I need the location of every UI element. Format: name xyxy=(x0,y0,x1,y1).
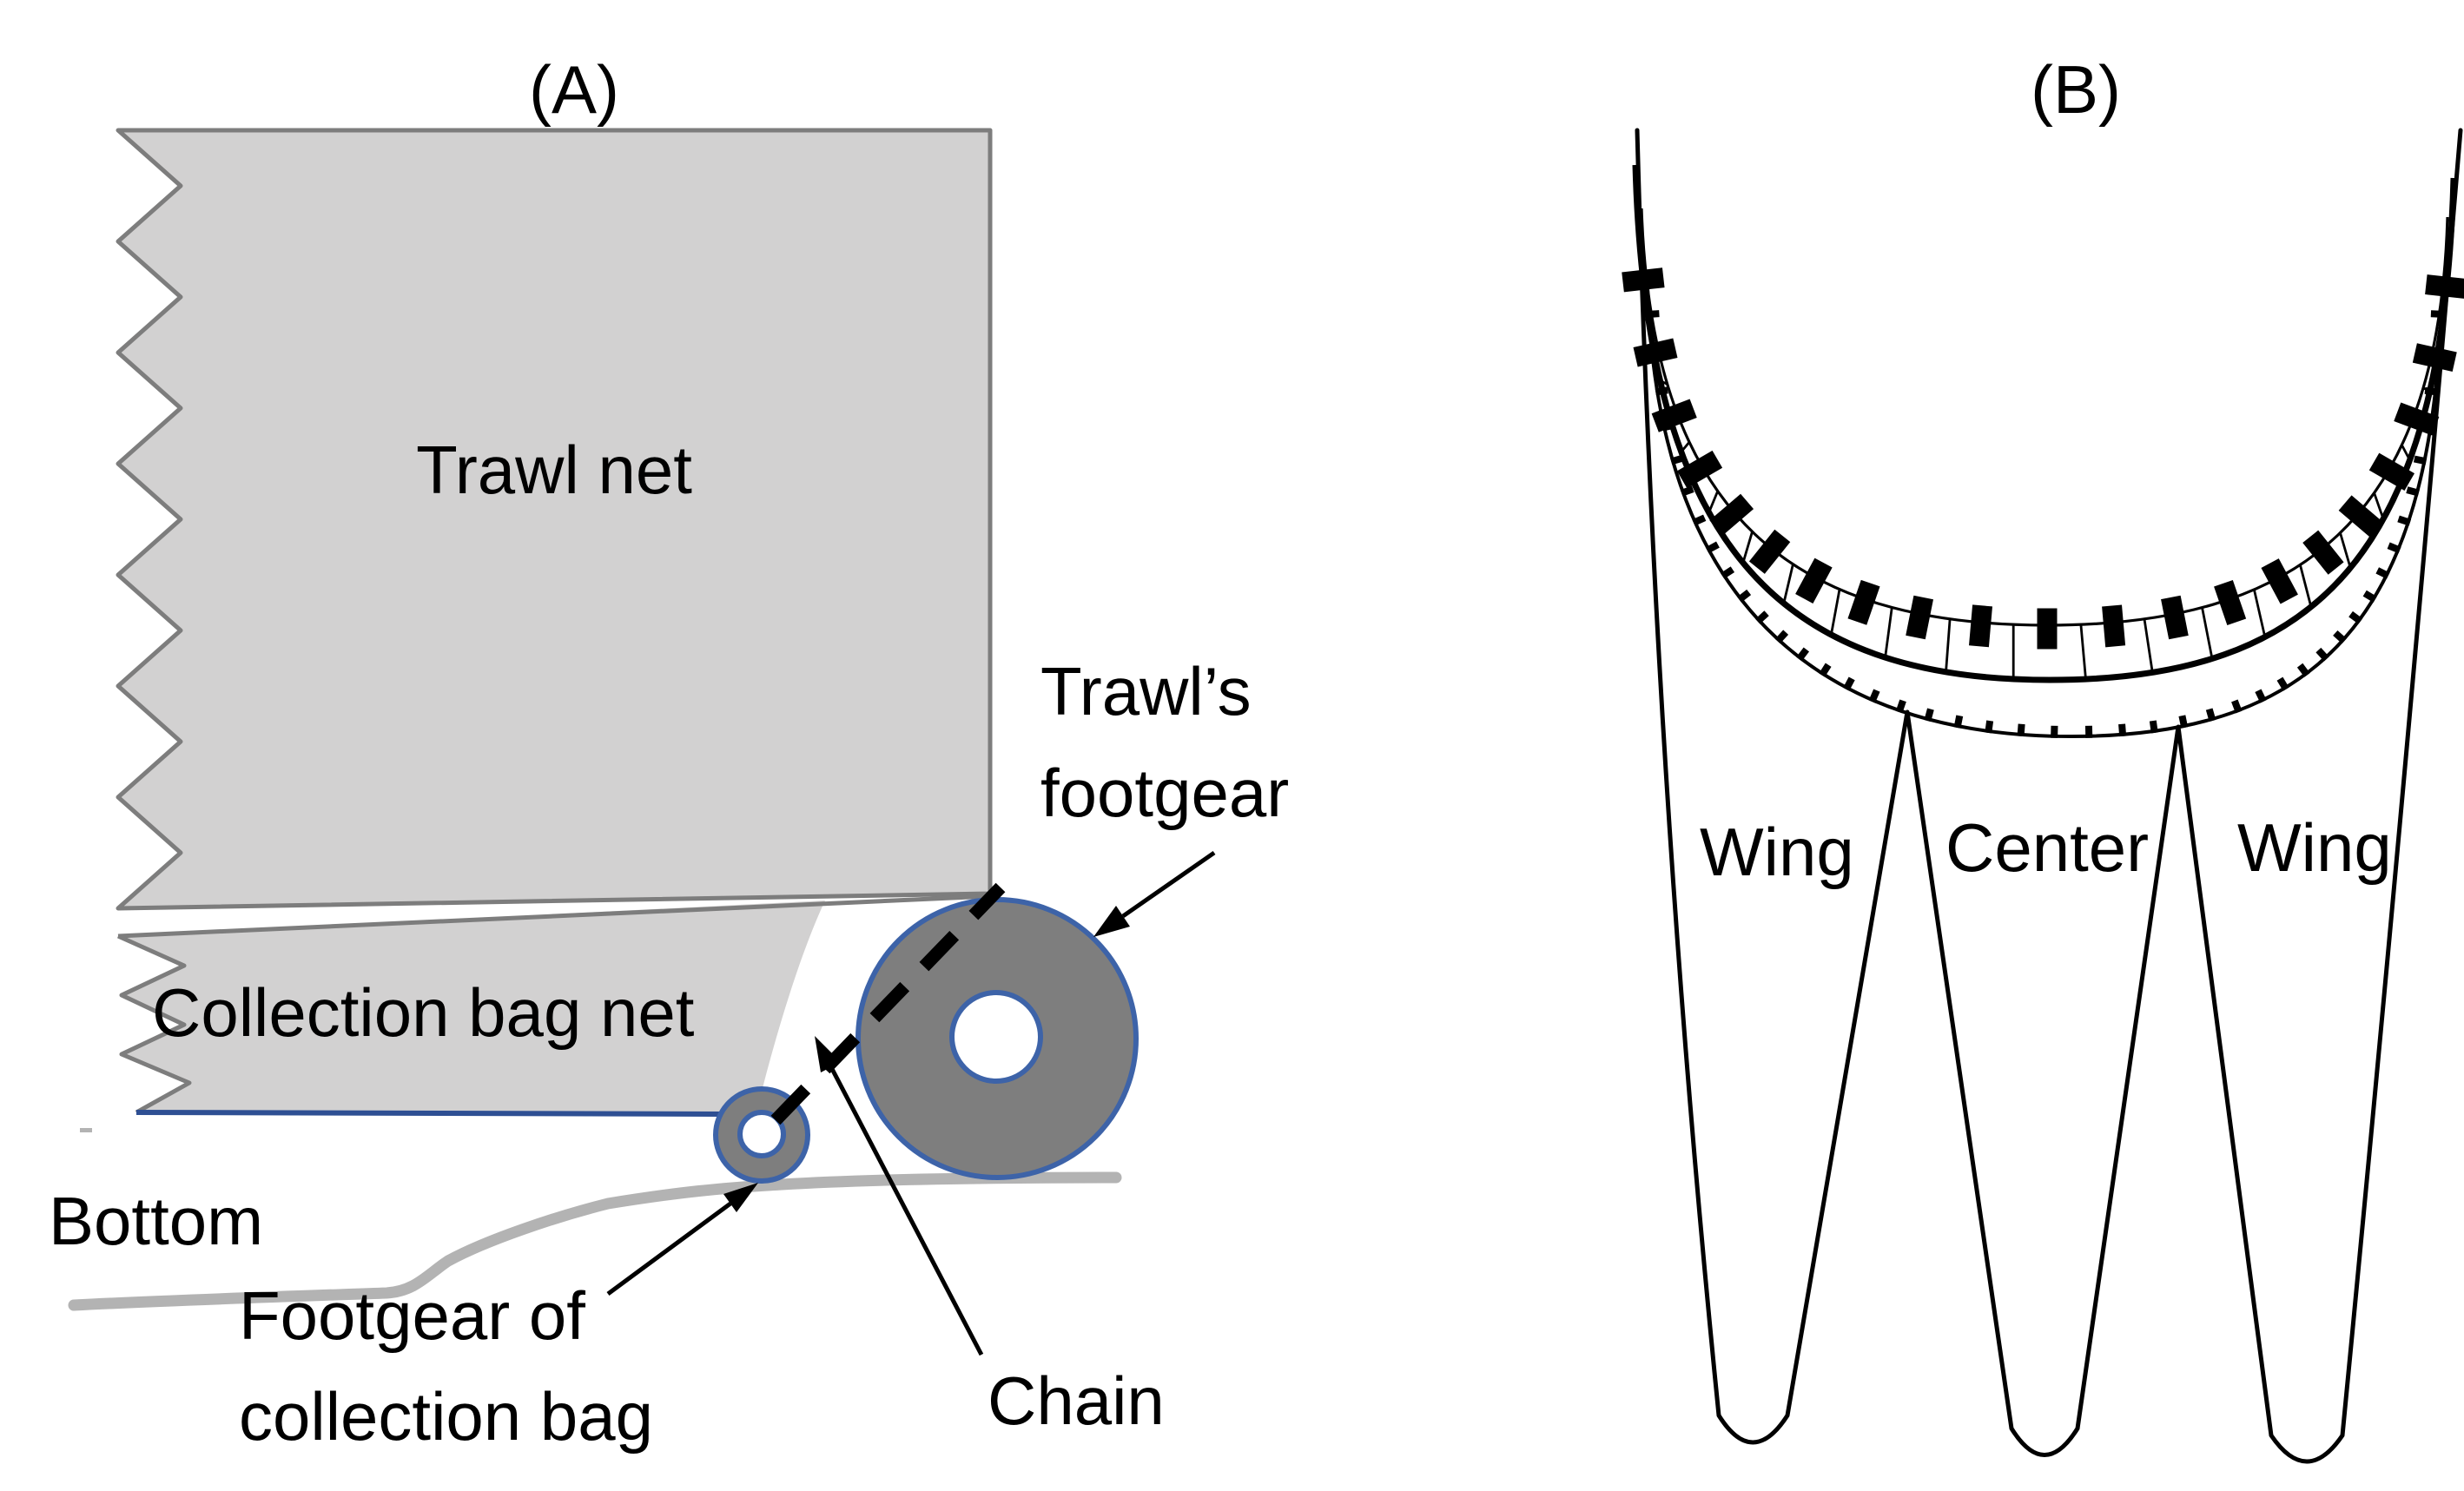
collection-bag-zigzag-edge xyxy=(116,934,192,1115)
collection-bag-net-label: Collection bag net xyxy=(152,974,695,1051)
footgear-of-collection-bag-label-line2: collection bag xyxy=(239,1378,653,1455)
chain-dashed-line xyxy=(770,882,1006,1125)
bag-footgear-arrowhead xyxy=(723,1183,758,1212)
bag-footgear-ticks xyxy=(1647,310,2444,738)
roller-ticks xyxy=(1622,267,2464,650)
wing-right-label: Wing xyxy=(2237,809,2392,886)
panel-b-title: (B) xyxy=(2031,51,2121,128)
wing-left-label: Wing xyxy=(1700,814,1854,890)
trawl-footgear-arrowhead xyxy=(1093,906,1130,937)
trawl-footgear-arrow xyxy=(1093,850,1216,937)
wing-outlines xyxy=(1635,128,2463,1464)
center-label: Center xyxy=(1945,809,2150,886)
chain-arrowhead xyxy=(815,1036,841,1072)
seabed-line xyxy=(68,1171,1122,1311)
collection-bag-top-edge xyxy=(117,894,991,939)
collection-bag-bottom-edge xyxy=(135,1110,722,1117)
footgear-of-collection-bag-label-line1: Footgear of xyxy=(239,1277,585,1354)
collection-footgear-hub xyxy=(737,1110,786,1158)
trawl-footgear-hub xyxy=(949,990,1043,1084)
bottom-label: Bottom xyxy=(49,1183,264,1259)
collection-bag-shape xyxy=(118,901,825,1114)
trawl-net-label: Trawl net xyxy=(416,432,692,508)
trawl-net-shape xyxy=(116,128,993,911)
panel-a-drawing xyxy=(68,128,1216,1356)
chain-arrow xyxy=(815,1036,984,1356)
trawls-footgear-label-line1: Trawl’s xyxy=(1040,653,1252,729)
fishing-line-curve xyxy=(1632,164,2457,683)
bag-footgear-curve xyxy=(1646,286,2444,739)
bag-footgear-arrow xyxy=(606,1183,758,1296)
panel-a-title: (A) xyxy=(529,51,619,128)
panel-b-drawing xyxy=(1622,128,2464,1464)
chain-label: Chain xyxy=(988,1362,1165,1439)
stray-mark xyxy=(80,1128,92,1132)
trawls-footgear-label-line2: footgear xyxy=(1040,755,1290,831)
